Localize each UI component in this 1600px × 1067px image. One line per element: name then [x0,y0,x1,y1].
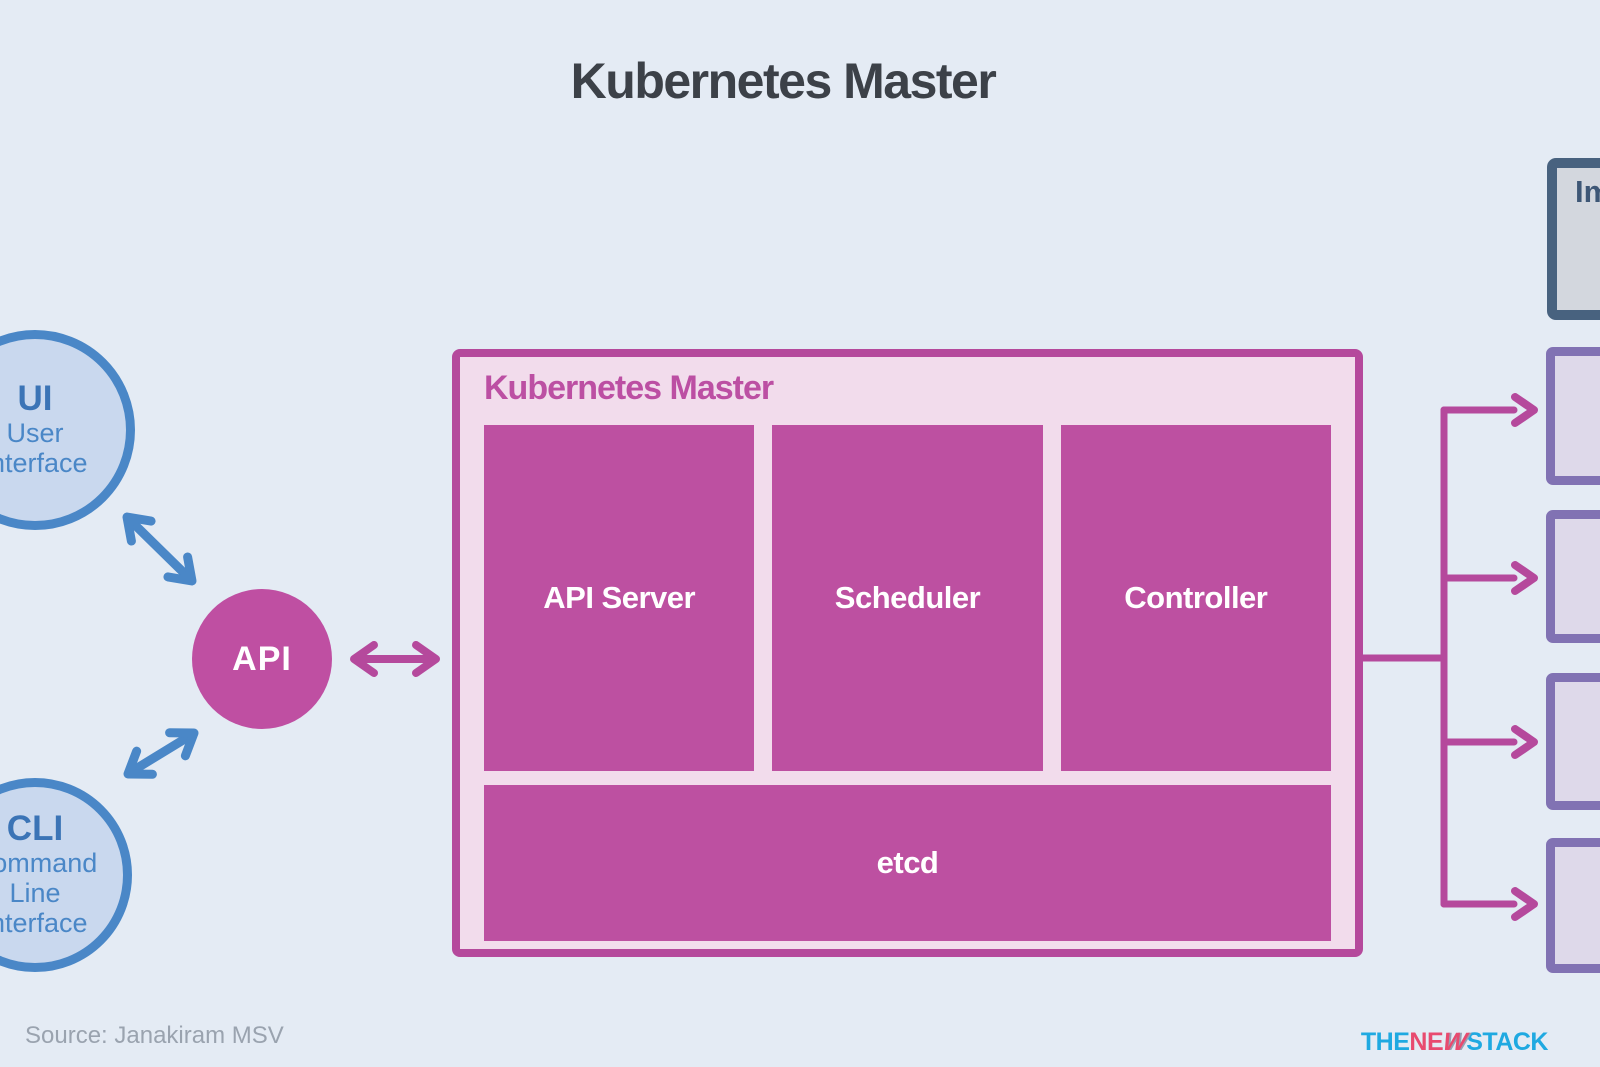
image-registry-box: Im [1547,158,1600,320]
arrow-ui-api [117,507,202,591]
arrowhead-node-4 [1515,891,1534,917]
api-server-box: API Server [484,425,755,771]
arrow-cli-api [120,721,202,785]
etcd-label: etcd [876,845,939,880]
api-label: API [232,639,292,678]
image-registry-label: Im [1575,174,1600,209]
logo-ne: NE [1409,1028,1444,1056]
ui-client-circle: UI User Interface [0,330,135,530]
logo-stack: STACK [1466,1028,1548,1056]
arrow-api-master [354,645,436,673]
arrowhead-node-3 [1515,729,1534,755]
scheduler-label: Scheduler [834,580,981,615]
master-nodes-connector [1355,397,1534,917]
master-components-row: API Server Scheduler Controller [484,425,1331,771]
controller-box: Controller [1060,425,1331,771]
node-box [1546,510,1600,643]
ui-abbr: UI [17,379,53,419]
controller-label: Controller [1124,580,1268,615]
cli-abbr: CLI [6,809,64,849]
arrowhead-node-2 [1515,565,1534,591]
cli-client-circle: CLI Command Line Interface [0,778,132,972]
page-title: Kubernetes Master [570,53,997,109]
ui-name: User Interface [0,418,88,479]
logo-w: W [1441,1028,1469,1056]
kubernetes-master-box: Kubernetes Master API Server Scheduler C… [452,349,1363,957]
arrowhead-node-1 [1515,397,1534,423]
etcd-box: etcd [484,785,1331,941]
logo-the: THE [1360,1028,1410,1056]
api-server-label: API Server [543,580,696,615]
cli-name: Command Line Interface [0,848,98,939]
node-box [1546,347,1600,485]
api-circle: API [192,589,332,729]
node-box [1546,838,1600,973]
scheduler-box: Scheduler [772,425,1043,771]
source-credit: Source: Janakiram MSV [25,1022,284,1049]
thenewstack-logo: THENEWSTACK [1360,1028,1549,1057]
master-box-title: Kubernetes Master [484,369,774,407]
node-box [1546,673,1600,810]
